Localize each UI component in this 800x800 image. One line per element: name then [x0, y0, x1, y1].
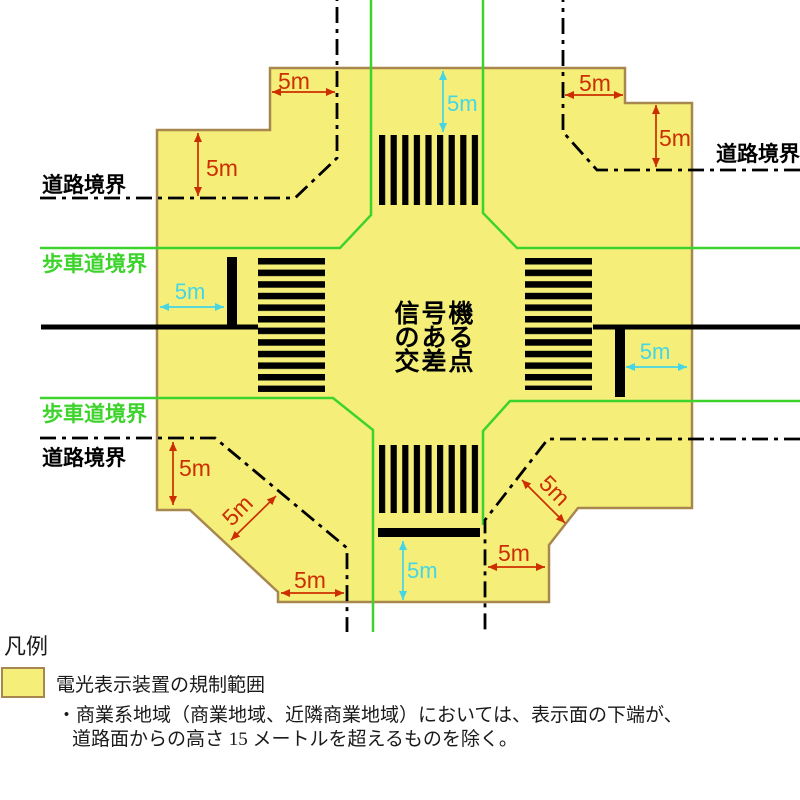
dim-label-top-right-v: 5m [659, 125, 691, 151]
dim-label-south-setback: 5m [407, 558, 438, 583]
dim-arrow-bottom-right-diag [521, 479, 566, 524]
stop-line-east [615, 327, 625, 397]
crosswalk-west [258, 258, 325, 392]
crosswalk-east [525, 258, 592, 390]
dim-label-bottom-right-h: 5m [498, 540, 530, 566]
legend-swatch [1, 667, 45, 698]
road-boundary-label-sw: 道路境界 [42, 446, 126, 470]
dim-label-west-setback: 5m [175, 279, 206, 304]
legend-note-line2: 道路面からの高さ 15 メートルを超えるものを除く。 [72, 728, 518, 750]
dim-label-bottom-left-h: 5m [294, 567, 326, 593]
stop-line-west [227, 257, 237, 327]
stop-line-south [378, 528, 480, 537]
dim-label-top-right-h: 5m [579, 70, 611, 96]
center-caption-line3: 交差点 [394, 347, 475, 376]
legend-title: 凡例 [4, 634, 48, 659]
regulated-area-polygon [155, 66, 694, 604]
center-caption-line2: のある [394, 324, 475, 352]
road-boundary-line-ne [561, 0, 800, 172]
sidewalk-boundary-line-sw [40, 396, 375, 632]
crosswalk-south [379, 445, 479, 513]
sidewalk-boundary-label-sw: 歩車道境界 [42, 402, 147, 426]
dim-label-bottom-left-v: 5m [179, 455, 211, 481]
dim-label-top-left-h: 5m [278, 68, 310, 94]
sidewalk-boundary-line-se [481, 399, 800, 525]
sidewalk-boundary-line-nw [40, 0, 373, 250]
legend-swatch-label: 電光表示装置の規制範囲 [56, 674, 265, 696]
sidewalk-boundary-label-nw: 歩車道境界 [42, 252, 147, 276]
dim-arrow-bottom-left-diag [230, 495, 277, 541]
sidewalk-boundary-line-ne [481, 0, 800, 250]
road-boundary-line-se [483, 437, 800, 632]
road-boundary-line-sw [40, 436, 349, 632]
crosswalk-north [379, 135, 479, 205]
dim-label-top-left-v: 5m [206, 155, 238, 181]
road-boundary-line-nw [40, 0, 339, 200]
center-caption-line1: 信号機 [394, 300, 475, 328]
dim-label-north-setback: 5m [447, 91, 478, 116]
road-boundary-label-nw: 道路境界 [42, 173, 126, 197]
road-boundary-label-ne: 道路境界 [716, 142, 800, 166]
legend-note-line1: ・商業系地域（商業地域、近隣商業地域）においては、表示面の下端が、 [57, 704, 683, 726]
dim-label-east-setback: 5m [640, 339, 671, 364]
